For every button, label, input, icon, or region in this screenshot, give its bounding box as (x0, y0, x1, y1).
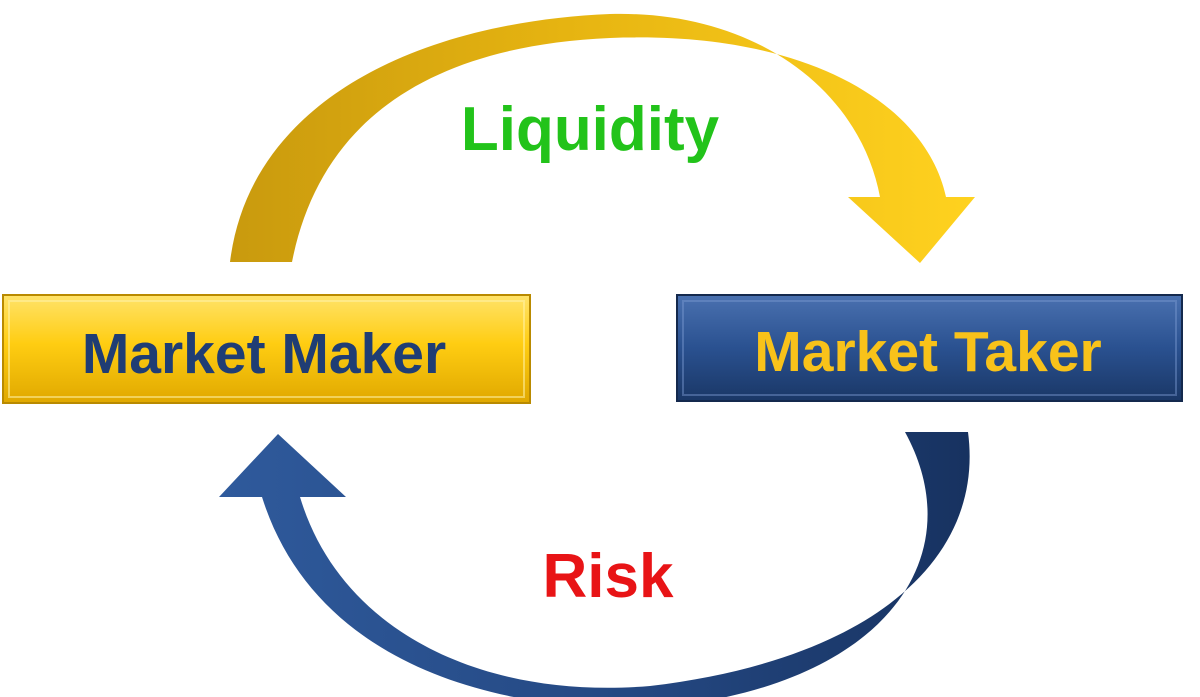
risk-arrow (219, 432, 970, 697)
market-taker-box: Market Taker (676, 294, 1183, 402)
risk-label: Risk (543, 542, 674, 611)
liquidity-label: Liquidity (461, 95, 720, 164)
market-maker-label: Market Maker (82, 322, 446, 386)
market-maker-box: Market Maker (2, 294, 531, 404)
liquidity-arrow (230, 13, 975, 263)
market-taker-label: Market Taker (754, 320, 1101, 384)
